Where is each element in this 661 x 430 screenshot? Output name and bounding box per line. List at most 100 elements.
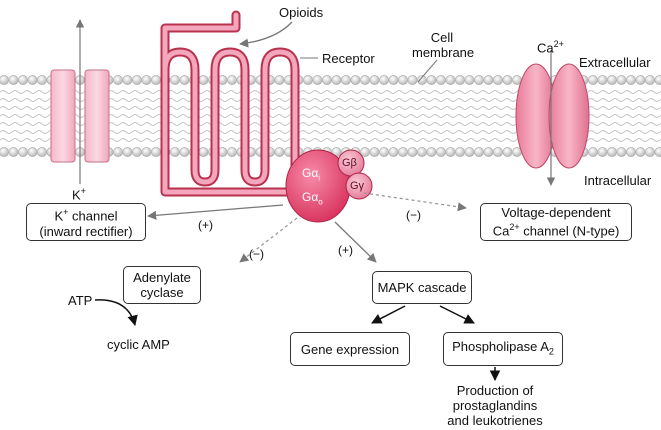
lipid-head [274,75,285,85]
lipid-head [407,75,418,85]
lipid-head [198,75,209,85]
lipid-head [398,147,408,157]
lipid-head [616,147,627,157]
lipid-head [0,75,9,85]
arrow-to-ca-channel [363,192,467,212]
lipid-head [0,147,9,157]
lipid-head [483,75,494,85]
lipid-head [350,75,361,85]
lipid-head [407,147,418,157]
lipid-head [426,75,437,85]
atp-label: ATP [68,293,93,308]
lipid-head [464,75,475,85]
g-gamma-label: Gγ [350,180,365,192]
lipid-head [341,75,351,85]
lipid-head [436,75,446,85]
lipid-head [635,75,646,85]
lipid-head [597,75,608,85]
lipid-head [227,75,237,85]
k-activation-sign: (+) [198,218,213,232]
lipid-head [141,75,152,85]
arrow-to-gene-expression [371,305,406,324]
lipid-head [312,75,323,85]
adenylate-cyclase-box: Adenylate cyclase [123,266,201,304]
g-alpha-i-label: Gαi [302,166,321,183]
ca-inhibition-sign: (−) [406,208,421,222]
lipid-head [493,75,503,85]
lipid-head [8,147,19,157]
lipid-head [132,75,142,85]
lipid-head [322,75,332,85]
lipid-head [626,75,636,85]
lipid-head [179,75,190,85]
phospholipase-a2-box: Phospholipase A2 [443,332,563,366]
mapk-activation-sign: (+) [338,243,353,257]
lipid-head [445,147,456,157]
k-channel-protein [50,19,110,184]
lipid-head [122,147,133,157]
lipid-head [170,147,180,157]
lipid-head [27,75,38,85]
lipid-head [274,147,285,157]
lipid-head [607,147,617,157]
lipid-head [483,147,494,157]
calcium-channel-protein [515,50,590,186]
lipid-head [445,75,456,85]
lipid-head [141,147,152,157]
lipid-head [151,147,161,157]
lipid-head [502,75,513,85]
membrane-leader-line [417,59,438,83]
lipid-head [18,147,28,157]
intracellular-label: Intracellular [584,173,652,188]
lipid-head [455,75,465,85]
arrow-to-k-channel [147,204,284,220]
lipid-head [122,75,133,85]
gene-expression-box: Gene expression [290,332,410,366]
lipid-head [27,147,38,157]
camp-label: cyclic AMP [107,337,170,352]
lipid-head [37,147,47,157]
lipid-head [8,75,19,85]
lipid-head [227,147,237,157]
opioid-binding-arrow [239,21,293,48]
lipid-head [388,147,399,157]
mapk-cascade-box: MAPK cascade [372,271,472,304]
lipid-head [18,75,28,85]
lipid-head [635,147,646,157]
lipid-head [464,147,475,157]
ca-ion-label: Ca2+ [537,39,564,56]
lipid-head [493,147,503,157]
lipid-head [455,147,465,157]
lipid-head [654,75,661,85]
lipid-head [303,75,313,85]
ca-channel-box: Voltage-dependent Ca2+ channel (N-type) [480,203,632,241]
lipid-head [645,147,655,157]
lipid-head [388,75,399,85]
lipid-head [398,75,408,85]
lipid-head [369,75,380,85]
extracellular-label: Extracellular [579,55,651,70]
lipid-head [198,147,209,157]
lipid-head [331,75,342,85]
lipid-head [654,147,661,157]
lipid-head [179,147,190,157]
lipid-head [379,147,389,157]
arrow-to-adenylate-cyclase [239,217,298,263]
lipid-head [369,147,380,157]
arrow-to-pla2 [439,305,475,324]
g-protein [285,149,373,223]
lipid-head [417,147,427,157]
k-ion-label: K+ [72,186,86,203]
lipid-head [474,147,484,157]
lipid-head [360,75,370,85]
lipid-head [626,147,636,157]
lipid-head [113,147,123,157]
lipid-head [113,75,123,85]
products-label: Production of prostaglandins and leukotr… [447,383,543,428]
lipid-head [379,75,389,85]
atp-to-camp-arrow [94,299,138,327]
k-channel-box: K+ channel (inward rectifier) [26,203,146,241]
g-beta-label: Gβ [342,157,357,169]
